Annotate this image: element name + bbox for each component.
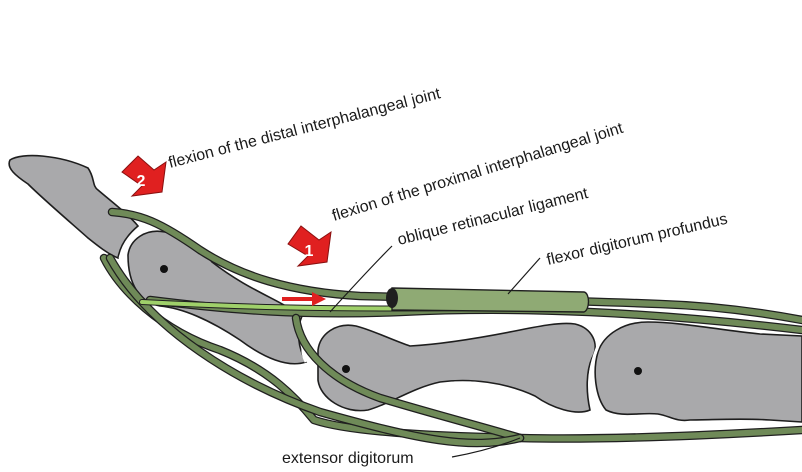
distal-joint-dot xyxy=(160,265,168,273)
flexor-profundus-label: flexor digitorum profundus xyxy=(545,211,729,269)
metacarpal-head-bone xyxy=(595,322,802,422)
mcp-joint-dot xyxy=(634,367,642,375)
proximal-phalanx-bone xyxy=(318,323,595,412)
extensor-label: extensor digitorum xyxy=(282,450,414,467)
marker-2-label: 2 xyxy=(137,173,146,190)
distal-phalanx-bone xyxy=(9,156,138,258)
marker-1-label: 1 xyxy=(305,243,314,260)
distal-flexion-label: flexion of the distal interphalangeal jo… xyxy=(167,85,443,172)
flexor-sheath xyxy=(392,288,589,312)
marker-2-arrow: 2 xyxy=(122,156,166,196)
proximal-flexion-label: flexion of the proximal interphalangeal … xyxy=(330,120,626,225)
oblique-ligament-leader xyxy=(330,246,392,312)
marker-1-arrow: 1 xyxy=(288,226,331,266)
proximal-joint-dot xyxy=(342,365,350,373)
flexor-profundus-leader xyxy=(508,258,540,294)
flexor-sheath-opening xyxy=(386,288,398,308)
